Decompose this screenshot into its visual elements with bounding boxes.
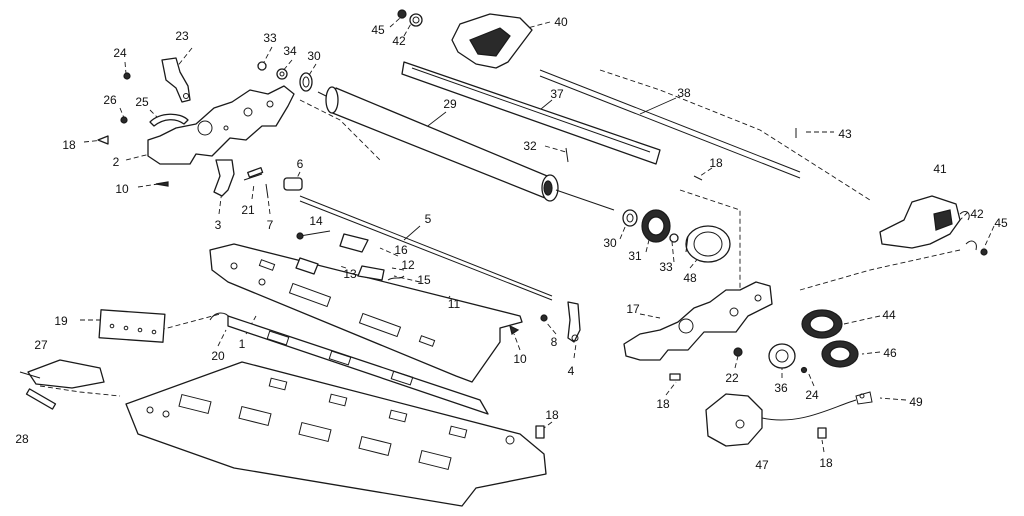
callout-c18e: 18 [819, 456, 833, 470]
callout-c33a: 33 [263, 31, 277, 45]
callout-c42b: 42 [970, 207, 984, 221]
callout-c17: 17 [626, 302, 640, 316]
callout-c5: 5 [425, 212, 432, 226]
callout-c7: 7 [267, 218, 274, 232]
right-end-bracket [879, 195, 961, 249]
callout-c48: 48 [683, 271, 697, 285]
callout-c30a: 30 [307, 49, 321, 63]
callout-c29: 29 [443, 97, 457, 111]
callout-c16: 16 [394, 243, 408, 257]
callout-c46: 46 [883, 346, 897, 360]
callout-c28: 28 [15, 432, 29, 446]
callout-labels: 1234567810101112131415161718181818181920… [15, 15, 1008, 472]
callout-c45a: 45 [371, 23, 385, 37]
callout-c41: 41 [933, 162, 947, 176]
main-frame [209, 243, 523, 383]
callout-c34: 34 [283, 44, 297, 58]
callout-c43: 43 [838, 127, 852, 141]
leader-lines [39, 17, 995, 453]
callout-c30b: 30 [603, 236, 617, 250]
callout-c11: 11 [448, 297, 461, 311]
callout-c27: 27 [34, 338, 48, 352]
callout-c38: 38 [677, 86, 691, 100]
part-shapes [19, 9, 988, 507]
callout-c10a: 10 [115, 182, 129, 196]
bracket-arm [213, 159, 235, 197]
left-side-frame [147, 85, 295, 165]
platen-knob [685, 225, 731, 263]
callout-c24a: 24 [113, 46, 127, 60]
callout-c47: 47 [755, 458, 769, 472]
bracket-plate [27, 359, 105, 389]
callout-c24b: 24 [805, 388, 819, 402]
callout-c25: 25 [135, 95, 149, 109]
callout-c4: 4 [568, 364, 575, 378]
callout-c49: 49 [909, 395, 923, 409]
callout-c44: 44 [882, 308, 896, 322]
callout-c18b: 18 [709, 156, 723, 170]
callout-c42a: 42 [392, 34, 406, 48]
callout-c33b: 33 [659, 260, 673, 274]
small-plate [98, 309, 166, 343]
motor [705, 393, 763, 447]
callout-c37: 37 [550, 87, 564, 101]
lever-arm [161, 57, 191, 103]
callout-c15: 15 [417, 273, 431, 287]
callout-c32: 32 [523, 139, 537, 153]
callout-c22: 22 [725, 371, 739, 385]
base-plate [125, 361, 547, 507]
callout-c2: 2 [113, 155, 120, 169]
callout-c18d: 18 [545, 408, 559, 422]
callout-c21: 21 [241, 203, 255, 217]
callout-c14: 14 [309, 214, 323, 228]
callout-c19: 19 [54, 314, 68, 328]
callout-c13: 13 [343, 267, 357, 281]
callout-c36: 36 [774, 381, 788, 395]
callout-c12: 12 [401, 258, 415, 272]
callout-c18c: 18 [656, 397, 670, 411]
callout-c20: 20 [211, 349, 225, 363]
callout-c10b: 10 [513, 352, 527, 366]
callout-c45b: 45 [994, 216, 1008, 230]
callout-c3: 3 [215, 218, 222, 232]
callout-c31: 31 [628, 249, 642, 263]
callout-c23: 23 [175, 29, 189, 43]
callout-c8: 8 [551, 335, 558, 349]
callout-c6: 6 [297, 157, 304, 171]
callout-c26: 26 [103, 93, 117, 107]
callout-c40: 40 [554, 15, 568, 29]
callout-c18a: 18 [62, 138, 76, 152]
callout-c1: 1 [239, 337, 246, 351]
right-side-frame [623, 281, 773, 361]
